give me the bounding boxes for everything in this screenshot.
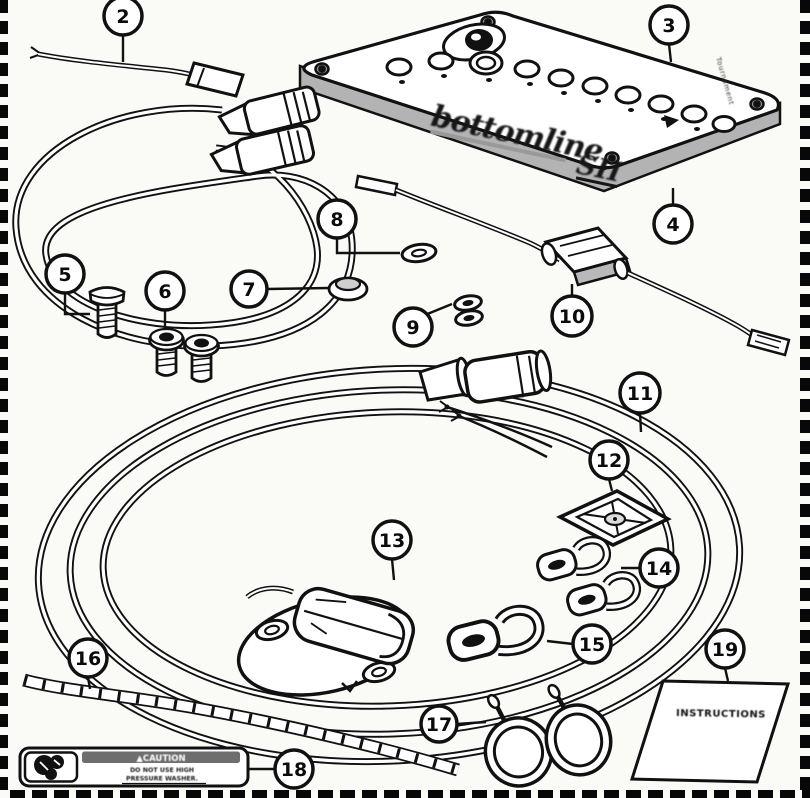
- svg-text:18: 18: [281, 759, 307, 781]
- callout-17: 17: [419, 704, 459, 744]
- svg-text:9: 9: [406, 317, 419, 339]
- callout-19: 19: [704, 628, 746, 670]
- svg-text:13: 13: [379, 530, 405, 552]
- svg-text:5: 5: [58, 264, 71, 286]
- callout-11: 11: [618, 371, 662, 415]
- callout-12: 12: [588, 439, 630, 481]
- svg-text:8: 8: [330, 209, 343, 231]
- caution-decal: ▲CAUTION DO NOT USE HIGH PRESSURE WASHER…: [18, 746, 250, 788]
- spiral-wrap: [22, 673, 460, 777]
- callout-5: 5: [44, 253, 86, 295]
- callout-6: 6: [144, 270, 186, 312]
- inline-module: [543, 226, 629, 274]
- pigtail-wires: [438, 400, 553, 459]
- svg-text:4: 4: [666, 214, 679, 236]
- socket-bolt-1: [148, 327, 185, 377]
- torn-edge-right: [800, 0, 810, 798]
- torn-edge-left: [0, 0, 8, 798]
- svg-text:6: 6: [158, 281, 171, 303]
- instruction-sheet: INSTRUCTIONS: [629, 679, 791, 784]
- callout-18: 18: [273, 748, 315, 790]
- callout-9: 9: [392, 306, 434, 348]
- callout-4: 4: [652, 203, 694, 245]
- svg-text:12: 12: [596, 450, 622, 472]
- callouts: 2 3 4 5 6 7 8 9 10 11 12 13 14 15 16 17 …: [44, 0, 746, 790]
- temp-sensor-assembly: [354, 174, 791, 357]
- callout-10: 10: [550, 294, 594, 338]
- svg-text:3: 3: [662, 15, 675, 37]
- caution-header: ▲CAUTION: [136, 754, 185, 764]
- instruction-sheet-title: INSTRUCTIONS: [676, 708, 766, 721]
- caution-line1: DO NOT USE HIGH: [130, 767, 194, 774]
- callout-2: 2: [102, 0, 144, 37]
- callout-8: 8: [316, 198, 358, 240]
- callout-16: 16: [67, 637, 109, 679]
- power-harness-loops: [12, 104, 356, 350]
- callout-13: 13: [371, 519, 413, 561]
- small-clamp-1: [535, 537, 611, 585]
- torn-edge-bottom: [10, 790, 810, 798]
- adhesive-mount: [556, 489, 672, 547]
- socket-bolt-2: [183, 333, 220, 383]
- callout-7: 7: [229, 269, 269, 309]
- control-head-face: [302, 10, 781, 170]
- propeller-warning-icon: [34, 755, 64, 780]
- small-clamp-2: [565, 572, 641, 620]
- svg-text:11: 11: [627, 383, 653, 405]
- flat-washer: [400, 242, 438, 264]
- keypad-dots: [399, 74, 700, 131]
- leader-lines: [63, 35, 730, 771]
- callout-14: 14: [638, 547, 680, 589]
- marker-triangle-icon: [664, 115, 679, 128]
- svg-text:10: 10: [559, 306, 585, 328]
- control-head: bottomline SII Tournament: [298, 10, 782, 193]
- callout-3: 3: [648, 4, 690, 46]
- large-clamp: [445, 606, 543, 665]
- probe-tip: [354, 174, 399, 197]
- coil-connector: [418, 349, 553, 459]
- lock-nuts: [453, 294, 484, 327]
- svg-text:15: 15: [579, 634, 605, 656]
- svg-text:17: 17: [426, 714, 452, 736]
- svg-text:2: 2: [116, 6, 129, 28]
- svg-text:19: 19: [712, 639, 738, 661]
- hex-bolt: [88, 286, 126, 339]
- keypad: [385, 50, 737, 133]
- rubber-cap: [327, 276, 369, 302]
- caution-line2: PRESSURE WASHER.: [126, 776, 198, 783]
- transducer-assembly: [236, 585, 416, 697]
- callout-15: 15: [571, 623, 613, 665]
- hose-clamp-1: [483, 693, 554, 788]
- flat-connector-tip: [746, 328, 791, 357]
- svg-text:16: 16: [75, 648, 101, 670]
- hose-clamp-2: [544, 683, 613, 777]
- harness-connector-lower: [209, 124, 316, 176]
- svg-text:14: 14: [646, 558, 672, 580]
- spade-wire: [29, 46, 245, 98]
- svg-text:7: 7: [242, 279, 255, 301]
